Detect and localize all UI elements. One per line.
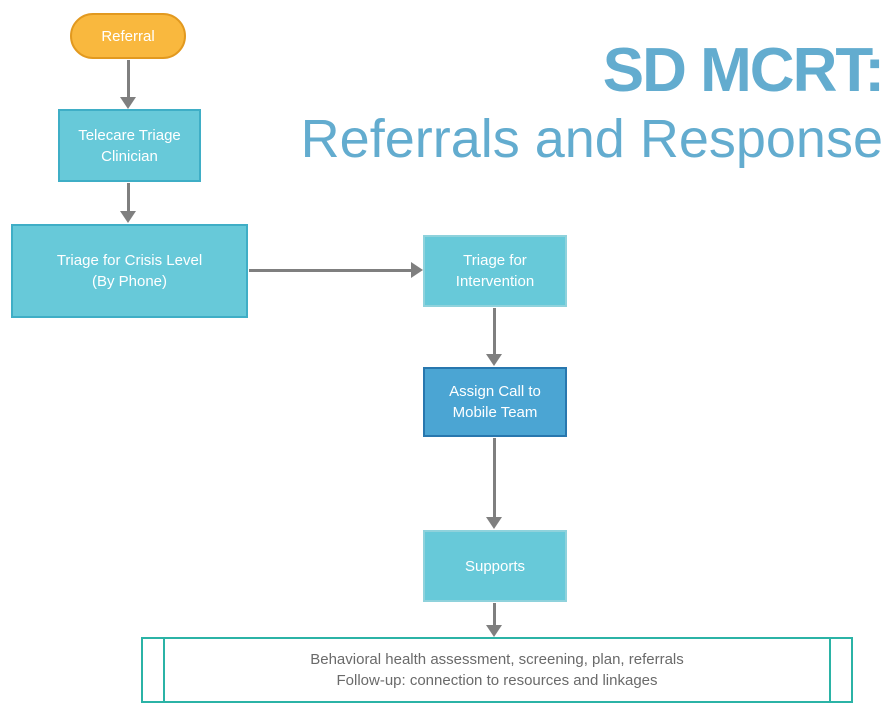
node-referral: Referral xyxy=(70,13,186,59)
node-assign-label: Assign Call to Mobile Team xyxy=(449,383,541,421)
node-triage-for-crisis-level: Triage for Crisis Level (By Phone) xyxy=(11,224,248,318)
diagram-title: SD MCRT: Referrals and Response xyxy=(300,36,885,169)
node-assign-call-to-mobile-team: Assign Call to Mobile Team xyxy=(423,367,567,437)
node-telecare-label: Telecare Triage Clinician xyxy=(78,126,181,165)
arrowhead-down-icon xyxy=(120,211,136,223)
arrowhead-down-icon xyxy=(486,354,502,366)
predefined-process-left-bar xyxy=(163,639,165,701)
arrowhead-down-icon xyxy=(120,97,136,109)
title-line1: SD MCRT: xyxy=(602,36,885,105)
node-telecare-triage-clinician: Telecare Triage Clinician xyxy=(58,109,201,182)
arrow-line xyxy=(493,308,496,355)
node-outcomes-predefined-process: Behavioral health assessment, screening,… xyxy=(141,637,853,703)
node-supports: Supports xyxy=(423,530,567,602)
title-line2: Referrals and Response xyxy=(300,109,883,169)
node-supports-label: Supports xyxy=(464,557,526,575)
arrow-line xyxy=(249,269,412,272)
node-crisis-label-line1: Triage for Crisis Level xyxy=(56,252,203,269)
node-outcomes-line1: Behavioral health assessment, screening,… xyxy=(310,651,684,668)
arrowhead-right-icon xyxy=(411,262,423,278)
node-crisis-label-line2: (By Phone) xyxy=(91,273,168,290)
node-referral-label: Referral xyxy=(101,27,155,45)
node-triage-for-intervention: Triage for Intervention xyxy=(423,235,567,307)
arrowhead-down-icon xyxy=(486,517,502,529)
predefined-process-right-bar xyxy=(829,639,831,701)
node-intervention-label: Triage for Intervention xyxy=(455,252,535,290)
arrow-line xyxy=(127,183,130,212)
node-outcomes-line2: Follow-up: connection to resources and l… xyxy=(336,672,658,689)
arrow-line xyxy=(127,60,130,98)
arrow-line xyxy=(493,603,496,626)
arrowhead-down-icon xyxy=(486,625,502,637)
arrow-line xyxy=(493,438,496,518)
